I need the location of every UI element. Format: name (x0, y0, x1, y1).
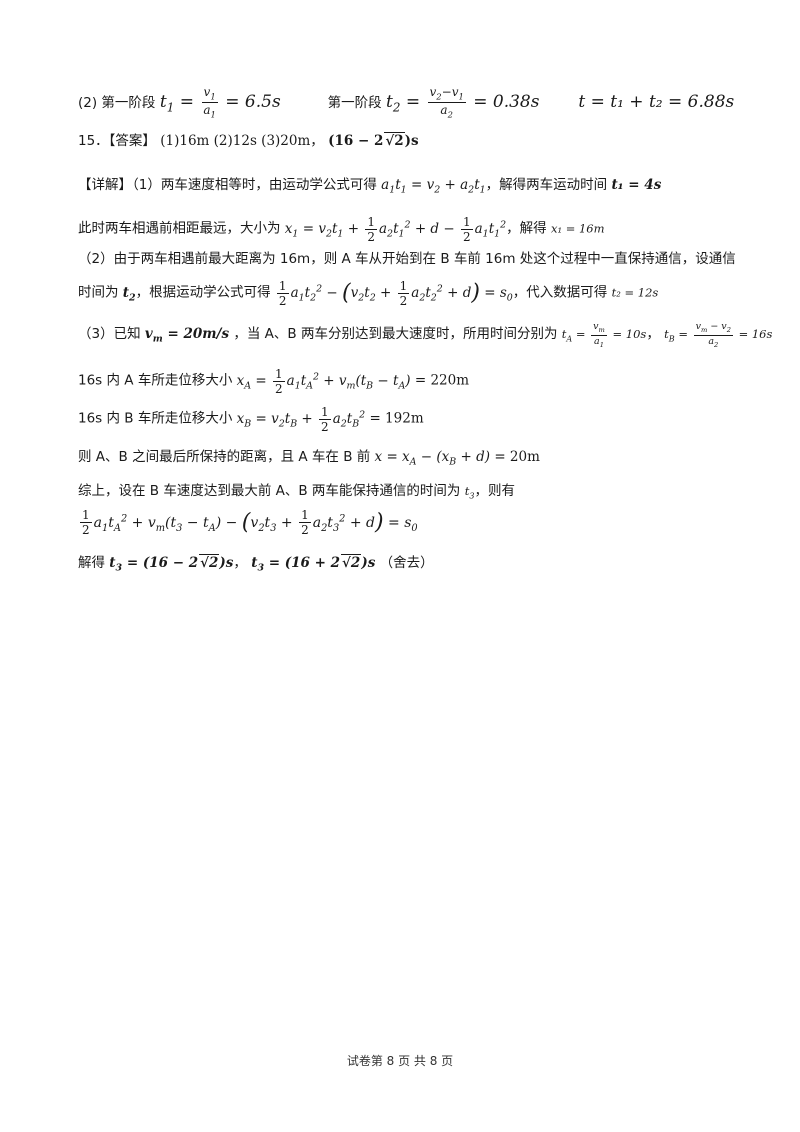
eq-total-time: t = t₁ + t₂ = 6.88s (578, 91, 735, 112)
detail-t4a: 时间为 (78, 284, 119, 301)
detail-t2a: 此时两车相遇前相距最远，大小为 (78, 220, 281, 237)
detail-t9: 综上，设在 B 车速度达到最大前 A、B 两车能保持通信的时间为 (78, 483, 461, 499)
q15-a2: (2)12s (213, 133, 257, 149)
detail-t9b: ，则有 (474, 483, 515, 499)
t3-solution-1: t3 = (16 − 2√2)s (109, 554, 234, 574)
detail-final-distance: 则 A、B 之间最后所保持的距离，且 A 车在 B 前 x = xA − (xB… (78, 446, 740, 474)
detail-t8a: 则 A、B 之间最后所保持的距离，且 A 车在 B 前 (78, 449, 371, 465)
xA-value: = 220m (414, 372, 470, 389)
detail-t11a: 解得 (78, 555, 105, 571)
detail-part2: （2）由于两车相遇前最大距离为 16m，则 A 车从开始到在 B 车前 16m … (78, 248, 740, 270)
detail-summary: 综上，设在 B 车速度达到最大前 A、B 两车能保持通信的时间为 t3，则有 (78, 480, 740, 507)
detail-t1: 【详解】（1）两车速度相等时，由运动学公式可得 (78, 177, 377, 193)
vm-value: vm = 20m/s (144, 326, 230, 345)
detail-t11c: （舍去） (379, 555, 434, 571)
q15-a3: (3) (261, 133, 281, 149)
q15-a1: (1)16m (160, 133, 210, 149)
t2-value: t₂ = 12s (611, 285, 659, 300)
eq-final-distance: x = xA − (xB + d) (374, 449, 491, 468)
detail-t11b: ， (233, 555, 247, 571)
q15-answer-line: 15．【答案】 (1)16m (2)12s (3)20m， (16 − 2√2)… (78, 132, 419, 149)
final-distance-value: = 20m (494, 449, 540, 465)
detail-t7a: 16s 内 B 车所走位移大小 (78, 410, 233, 427)
detail-part3: （3）已知 vm = 20m/s ，当 A、B 两车分别达到最大速度时，所用时间… (78, 321, 773, 349)
detail-t2b: ，解得 (506, 220, 547, 237)
detail-t4b: ，根据运动学公式可得 (135, 284, 271, 301)
detail-t5a: （3）已知 (78, 326, 141, 343)
detail-t6a: 16s 内 A 车所走位移大小 (78, 372, 233, 389)
t2-symbol: t2 (122, 284, 136, 304)
q15-prefix: 15．【答案】 (78, 133, 156, 149)
page-footer: 试卷第 8 页 共 8 页 (346, 1054, 454, 1068)
detail-t5b: ，当 A、B 两车分别达到最大速度时，所用时间分别为 (233, 326, 558, 343)
stage-label-2: 第一阶段 (327, 94, 382, 111)
detail-t4c: ，代入数据可得 (512, 284, 608, 301)
xB-value: = 192m (369, 410, 424, 427)
detail-solution: 解得 t3 = (16 − 2√2)s， t3 = (16 + 2√2)s （舍… (78, 552, 740, 580)
detail-part1: 【详解】（1）两车速度相等时，由运动学公式可得 a1t1 = v2 + a2t1… (78, 174, 740, 202)
x1-value: x₁ = 16m (550, 221, 605, 236)
detail-t1b: ，解得两车运动时间 (485, 177, 608, 193)
q15-a3-value2: (16 − 2√2)s (328, 132, 419, 149)
stage-label: (2) 第一阶段 (78, 94, 156, 111)
q15-a3-value: 20m (280, 133, 311, 149)
eq-equal-speed: a1t1 = v2 + a2t1 (381, 177, 486, 196)
t1-value: t₁ = 4s (611, 177, 662, 193)
t3-solution-2: t3 = (16 + 2√2)s (251, 554, 376, 574)
t3-symbol: t3 (464, 484, 475, 501)
detail-t3: （2）由于两车相遇前最大距离为 16m，则 A 车从开始到在 B 车前 16m … (78, 251, 736, 267)
